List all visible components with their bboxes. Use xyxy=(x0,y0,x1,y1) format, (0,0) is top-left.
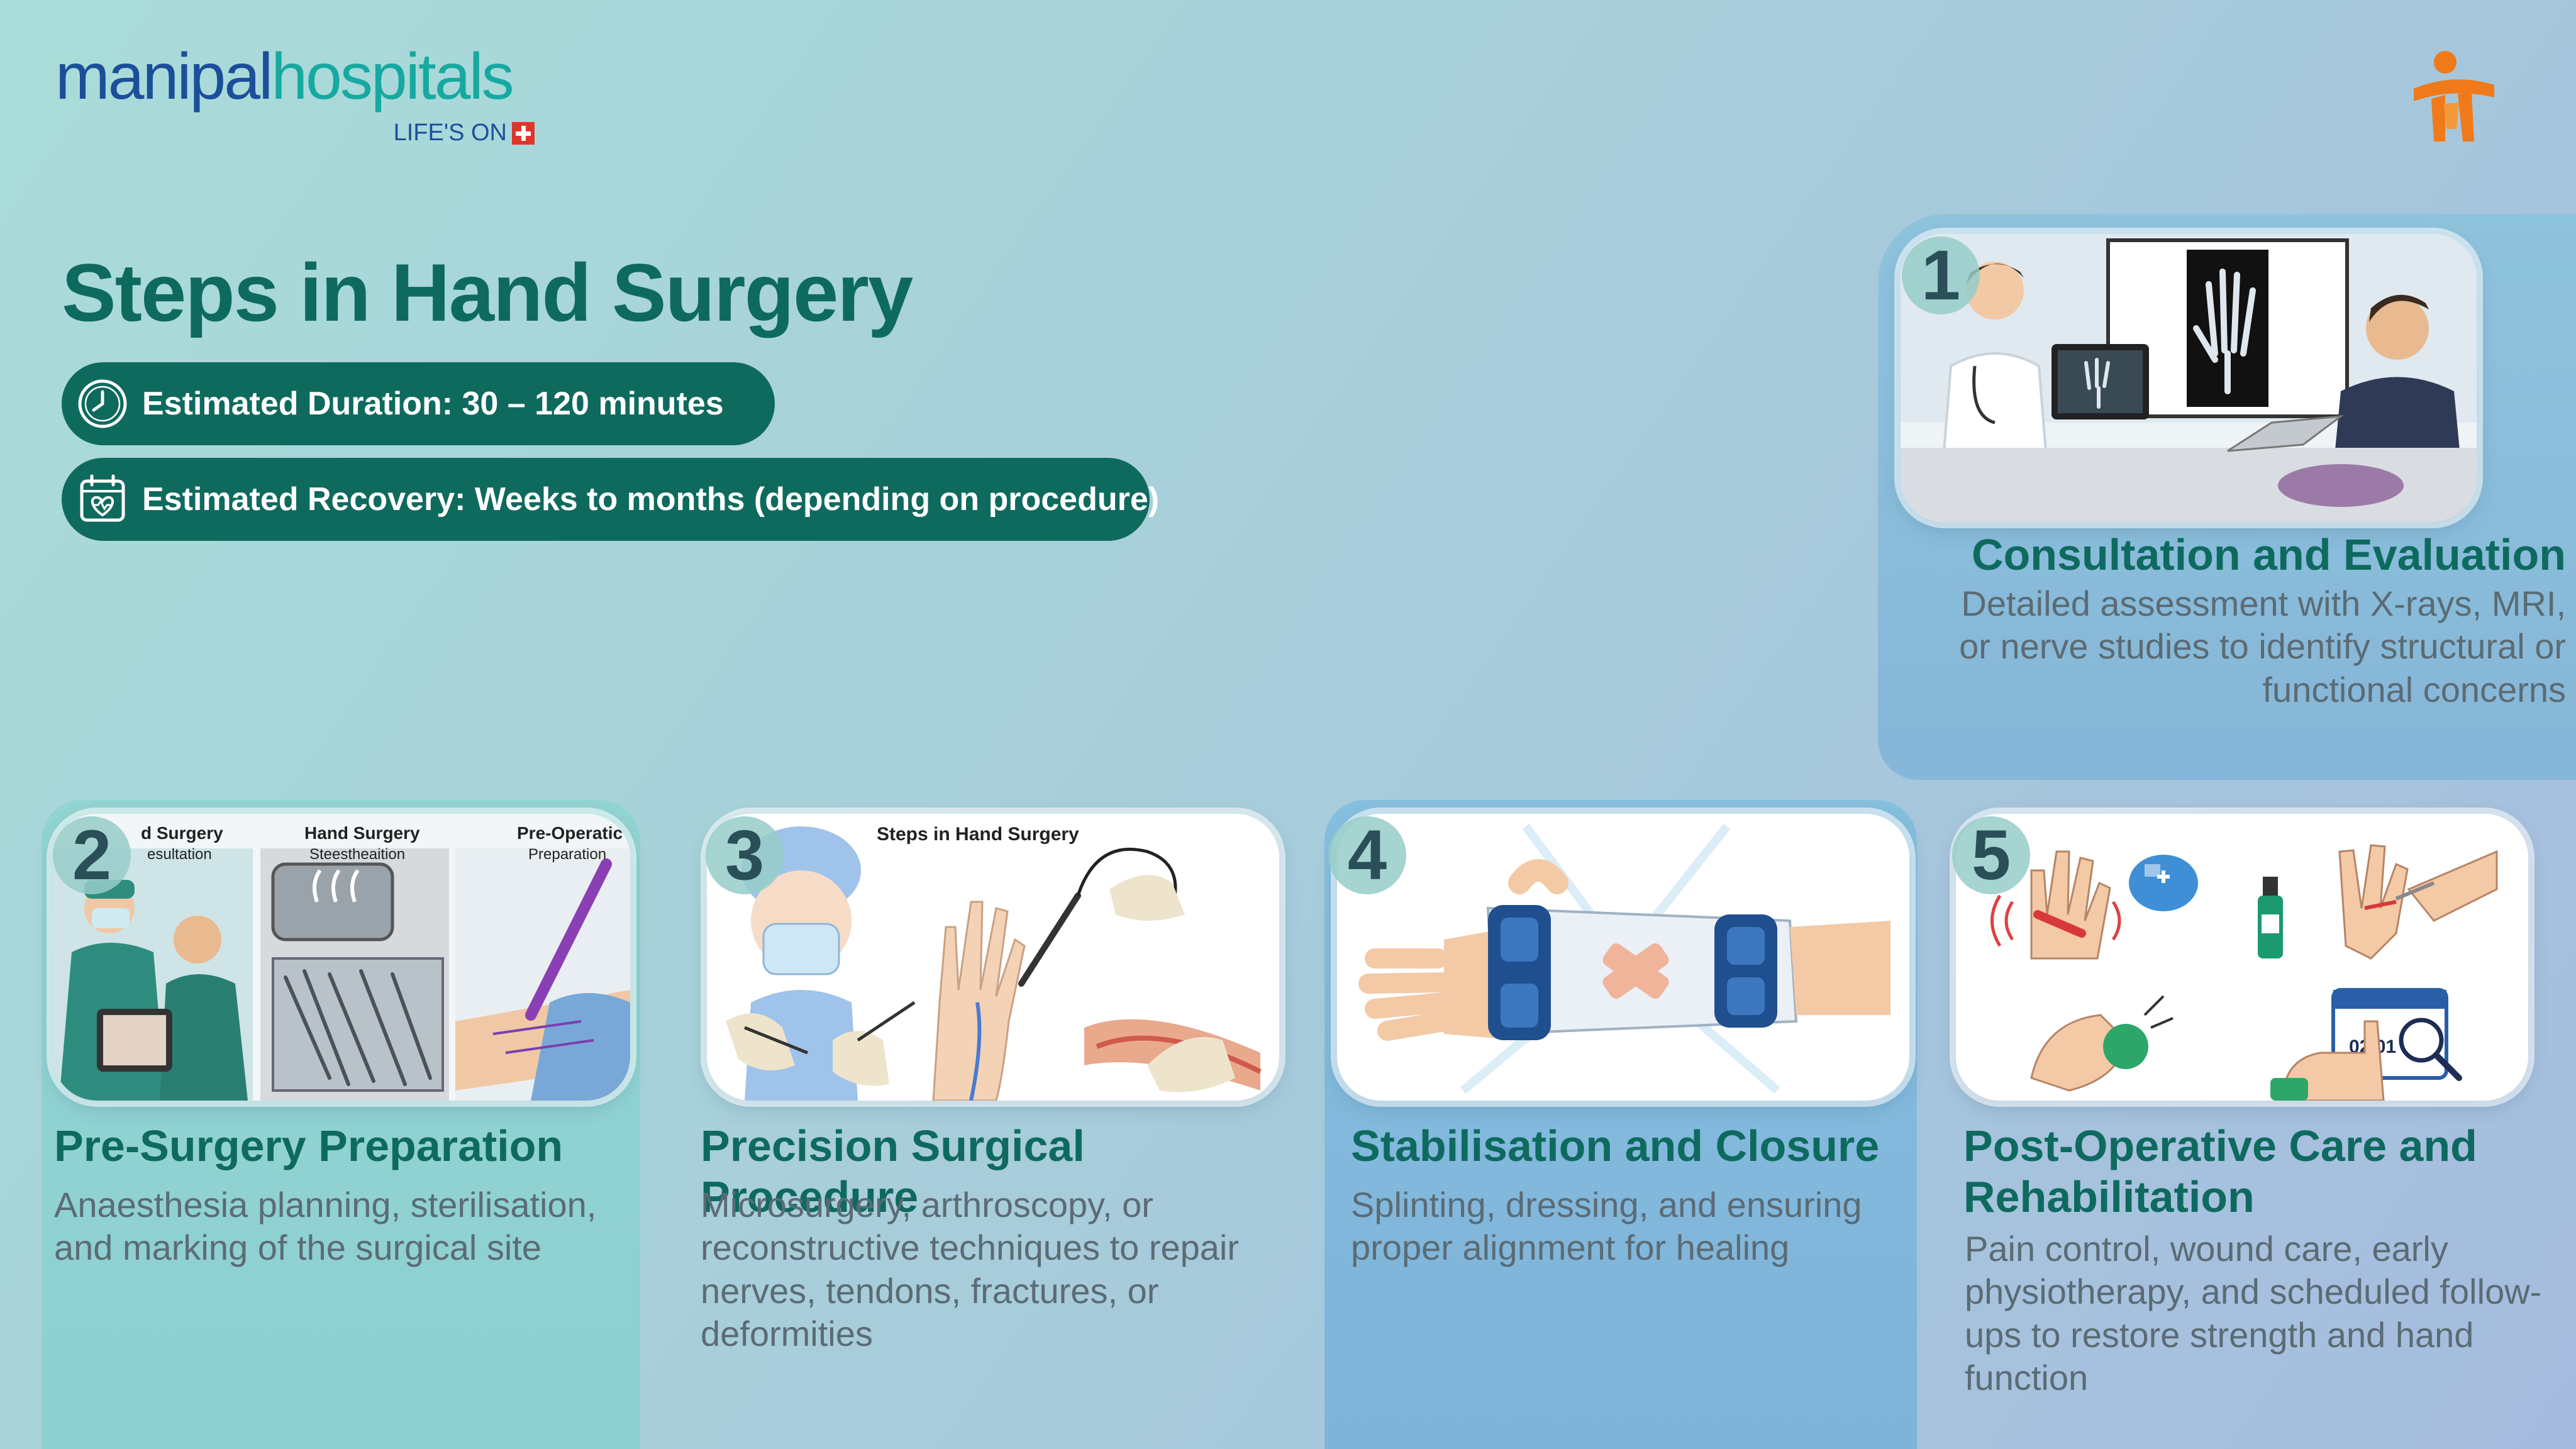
step-title-4: Stabilisation and Closure xyxy=(1351,1121,1880,1170)
consultation-illustration xyxy=(1901,234,2477,522)
image-label-2f: Preparation xyxy=(528,846,606,863)
image-label-2e: Pre-Operatic xyxy=(517,823,623,843)
brand-logo[interactable]: manipalhospitals LIFE'S ON xyxy=(55,44,546,151)
image-label-2a: d Surgery xyxy=(141,823,223,843)
brand-name-part2: hospitals xyxy=(271,40,514,113)
calendar-heart-icon xyxy=(75,472,130,526)
step-title-2: Pre-Surgery Preparation xyxy=(54,1121,564,1170)
step-title-5: Post-Operative Care and Rehabilitation xyxy=(1963,1121,2477,1222)
recovery-badge: Estimated Recovery: Weeks to months (dep… xyxy=(62,458,1159,541)
step-description-2: Anaesthesia planning, sterilisation, and… xyxy=(54,1185,597,1268)
brand-person-icon xyxy=(2406,47,2501,148)
brand-tagline-text: LIFE'S ON xyxy=(393,119,507,146)
step-title-1: Consultation and Evaluation xyxy=(1971,530,2566,579)
step-description-4: Splinting, dressing, and ensuring proper… xyxy=(1351,1185,1862,1268)
image-label-2d: Steestheaition xyxy=(309,846,405,863)
red-cross-icon xyxy=(512,121,535,145)
page-title: Steps in Hand Surgery xyxy=(62,247,913,338)
brand-tagline: LIFE'S ON xyxy=(394,119,535,147)
step-number-2: 2 xyxy=(53,816,131,894)
post-op-care-illustration: 02 01 xyxy=(1956,814,2528,1101)
step-description-5: Pain control, wound care, early physioth… xyxy=(1965,1229,2542,1397)
image-label-3: Steps in Hand Surgery xyxy=(877,824,1079,845)
duration-badge: Estimated Duration: 30 – 120 minutes xyxy=(62,362,775,445)
duration-text: Estimated Duration: 30 – 120 minutes xyxy=(142,386,724,422)
step-number-3: 3 xyxy=(706,816,784,894)
image-label-2b: esultation xyxy=(147,846,212,863)
brand-name-part1: manipal xyxy=(55,40,273,113)
pre-surgery-illustration: d Surgery esultation Hand Surgery Steest… xyxy=(53,814,630,1101)
image-label-2c: Hand Surgery xyxy=(304,823,420,843)
step-number-4: 4 xyxy=(1328,816,1406,894)
step-description-1: Detailed assessment with X-rays, MRI, or… xyxy=(1959,584,2566,709)
splint-illustration xyxy=(1337,814,1909,1101)
surgical-procedure-illustration: Steps in Hand Surgery xyxy=(707,814,1279,1101)
step-title-3: Precision Surgical Procedure xyxy=(701,1121,1085,1222)
step-number-5: 5 xyxy=(1952,816,2030,894)
step-description-3: Microsurgery, arthroscopy, or reconstruc… xyxy=(701,1185,1239,1353)
recovery-text: Estimated Recovery: Weeks to months (dep… xyxy=(142,481,1160,518)
brand-wordmark: manipalhospitals xyxy=(55,44,546,109)
step-number-1: 1 xyxy=(1902,236,1980,314)
clock-icon xyxy=(75,377,130,431)
